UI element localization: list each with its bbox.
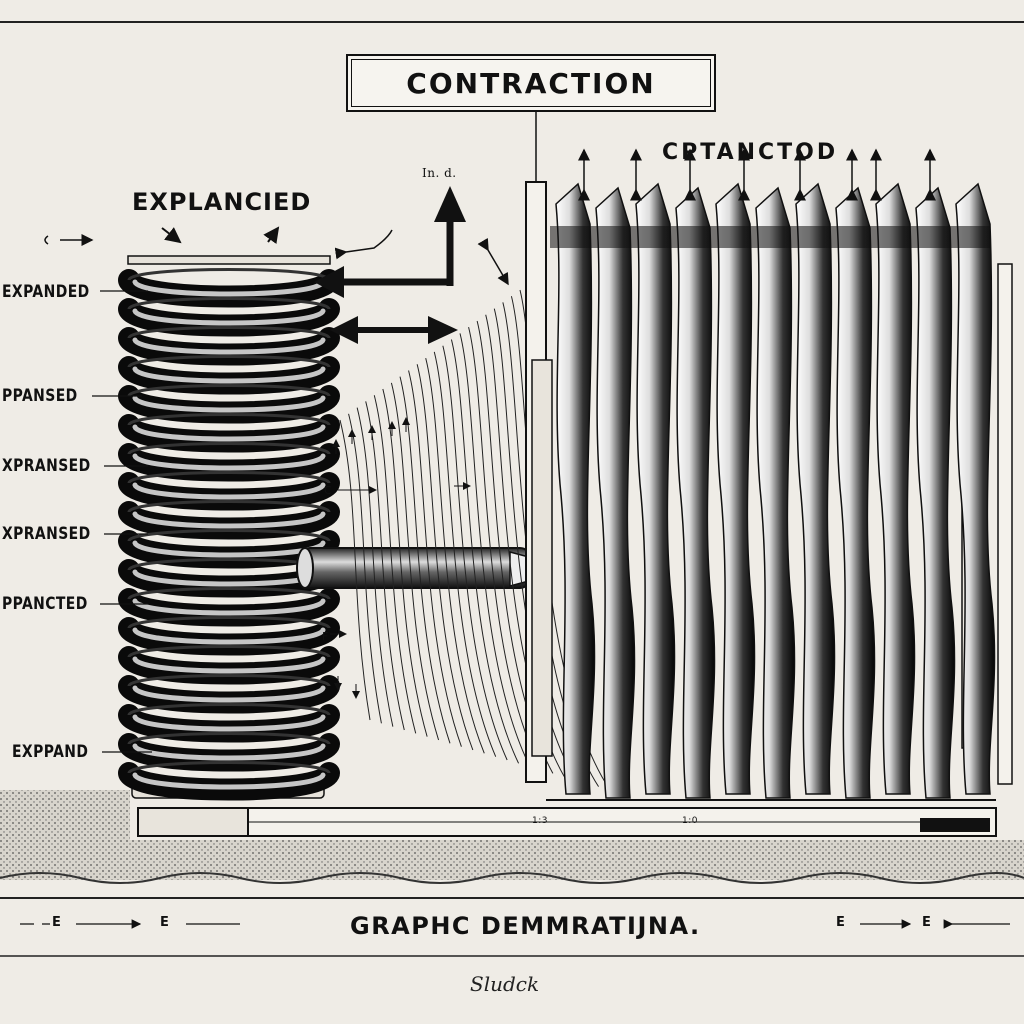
bellows-fold: [715, 182, 756, 795]
bellows-fold: [875, 182, 916, 795]
bellows-folds: [550, 182, 996, 799]
fan-line: [348, 413, 382, 724]
coil-back: [127, 471, 331, 485]
coil-highlight: [132, 337, 326, 355]
coil-highlight: [132, 511, 326, 529]
right-header: CPTANCTOD: [662, 140, 839, 165]
title-box: CONTRACTION: [346, 54, 716, 112]
label-leader-lines: [92, 290, 152, 753]
side-label-4: XPRANSED: [2, 524, 91, 544]
frame-rules: [0, 21, 1024, 957]
coil-back: [127, 355, 331, 369]
side-label-1: EXPANDED: [2, 282, 90, 302]
coil-highlight: [132, 424, 326, 442]
diagonal-arrow: [477, 237, 509, 286]
fan-line: [356, 407, 394, 727]
coil-highlight: [132, 395, 326, 413]
fan-line: [450, 339, 520, 764]
bellows-fold: [955, 182, 996, 795]
bellows-fold: [755, 186, 796, 799]
coil-highlight: [132, 772, 326, 790]
diagram-title: CONTRACTION: [406, 66, 656, 100]
fan-line: [502, 302, 588, 784]
coil-back: [127, 674, 331, 688]
coil-back: [127, 529, 331, 543]
spring-top-marks: [44, 226, 393, 260]
coil-highlight: [132, 656, 326, 674]
left-header: EXPLANCIED: [132, 188, 312, 216]
fan-line: [425, 357, 485, 754]
bellows-fold: [555, 182, 596, 795]
fan-line: [399, 376, 451, 744]
top-arrows: [578, 148, 936, 201]
fan-line: [433, 351, 497, 757]
base-platform: [137, 807, 997, 837]
coil-back: [127, 732, 331, 746]
side-label-3: XPRANSED: [2, 456, 91, 476]
coil-highlight: [132, 279, 326, 297]
bellows-fold: [595, 186, 636, 799]
bellows-shadow: [550, 226, 990, 248]
fan-line: [442, 345, 508, 761]
fan-line: [416, 364, 474, 751]
coil-back: [127, 268, 331, 282]
coil-highlight: [132, 482, 326, 500]
bellows-fold: [915, 186, 956, 799]
coil-back: [127, 616, 331, 630]
coil-highlight: [132, 685, 326, 703]
coil-highlight: [132, 743, 326, 761]
coil-back: [127, 703, 331, 717]
footer-marker-right-2: E: [922, 915, 932, 930]
coil-back: [127, 297, 331, 311]
footer-marker-left-2: E: [160, 915, 170, 930]
side-label-5: PPANCTED: [2, 594, 88, 614]
coil-spring: [118, 255, 340, 801]
coil-highlight: [132, 714, 326, 732]
bellows-fold: [635, 182, 676, 795]
side-label-6: EXPPAND: [12, 742, 89, 762]
fan-line: [373, 395, 417, 734]
bellows-fold: [675, 186, 716, 799]
coil-highlight: [132, 366, 326, 384]
coil-back: [127, 384, 331, 398]
fan-line: [408, 370, 462, 747]
coil-highlight: [132, 453, 326, 471]
coil-back: [127, 761, 331, 775]
fan-line: [390, 382, 440, 741]
coil-highlight: [132, 598, 326, 616]
scale-mark-2: 1:0: [682, 816, 698, 826]
side-label-2: PPANSED: [2, 386, 78, 406]
coil-back: [127, 326, 331, 340]
bellows-fold: [835, 186, 876, 799]
l-arrow: [314, 186, 466, 298]
coil-turns: [118, 268, 340, 801]
coil-back: [127, 587, 331, 601]
coil-highlight: [132, 627, 326, 645]
inner-mark-f: F: [322, 630, 329, 643]
footer-title: GRAPHC DEMMRATIJNA.: [350, 912, 701, 940]
fan-line: [468, 327, 542, 771]
inner-mark-c: C: [324, 484, 333, 497]
signature: Sludck: [470, 972, 540, 996]
fan-line: [339, 419, 371, 721]
scale-mark-1: 1:3: [532, 816, 548, 826]
bellows-fold: [795, 182, 836, 795]
double-arrow: [330, 316, 458, 344]
footer-marker-right-1: E: [836, 915, 846, 930]
fan-line: [459, 333, 531, 767]
coil-highlight: [132, 308, 326, 326]
ground: [0, 790, 1024, 884]
coil-back: [127, 645, 331, 659]
footer-marker-left-1: E: [52, 915, 62, 930]
coil-back: [127, 413, 331, 427]
coil-back: [127, 442, 331, 456]
small-mark: In. d.: [422, 166, 457, 180]
coil-back: [127, 500, 331, 514]
